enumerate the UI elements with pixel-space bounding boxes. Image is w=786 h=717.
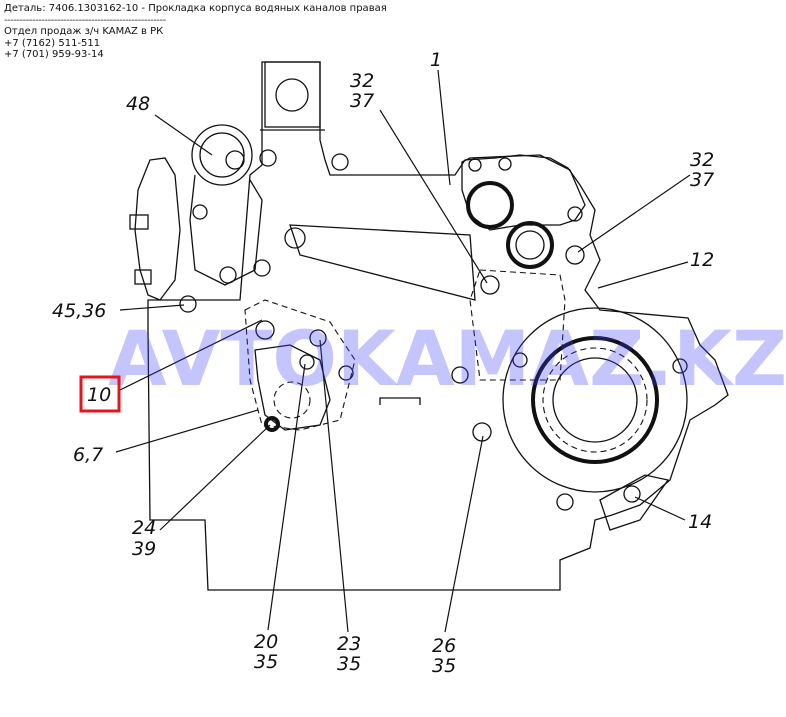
watermark: AVTOKAMAZ.KZ [108, 314, 786, 403]
leader-lines [115, 69, 691, 633]
filler-neck-outer [191, 124, 253, 186]
callout-35-c[interactable]: 35 [432, 655, 456, 677]
middle-seal-ring [506, 221, 554, 269]
top-bracket [264, 61, 321, 128]
bracket-hole [275, 78, 309, 112]
callout-12[interactable]: 12 [690, 249, 714, 271]
callout-24[interactable]: 24 [132, 517, 156, 539]
top-stud [331, 153, 349, 171]
leader-14 [634, 496, 686, 521]
callout-14[interactable]: 14 [688, 511, 712, 533]
pump-bolt-3 [253, 259, 271, 277]
bolt-45-36 [179, 295, 197, 313]
gasket-outline [244, 299, 356, 431]
left-pump-body [134, 157, 181, 301]
leader-26-35 [444, 435, 484, 633]
pump-bolt-4 [219, 266, 237, 284]
sales-department: Отдел продаж з/ч KAMAZ в РК [4, 26, 164, 37]
housing-outline [147, 61, 729, 591]
header-separator: ----------------------------------------… [4, 14, 166, 26]
leader-32-37-right [577, 174, 691, 253]
water-channel-housing [254, 344, 331, 431]
gasket-bolt-d [338, 365, 354, 381]
leader-24-39 [159, 424, 271, 531]
filler-neck-cap [225, 150, 245, 170]
callout-37-upper-left[interactable]: 37 [350, 90, 374, 112]
left-bolt-b [134, 269, 152, 285]
crank-seal [531, 336, 659, 464]
housing-bolt-c [567, 206, 583, 222]
callout-48[interactable]: 48 [126, 93, 150, 115]
callout-labels: 48 32 37 1 32 37 12 45,36 10 6,7 24 39 1… [52, 49, 714, 677]
bar-bolt [284, 227, 306, 249]
cover-bolt-e [672, 358, 688, 374]
water-channel-port [273, 381, 311, 419]
leader-48 [154, 114, 213, 156]
callout-32-upper-left[interactable]: 32 [350, 70, 374, 92]
leader-23-35 [319, 339, 349, 633]
middle-port [515, 230, 545, 260]
phone-2: +7 (701) 959-93-14 [4, 49, 104, 60]
crank-bore [552, 357, 638, 443]
cover-bolt-b [451, 366, 469, 384]
cover-bolt-d [623, 485, 641, 503]
part-title: Деталь: 7406.1303162-10 - Прокладка корп… [4, 3, 387, 14]
leader-12 [597, 261, 689, 289]
leader-45-36 [119, 304, 185, 311]
filler-neck-inner [199, 132, 245, 178]
callout-1[interactable]: 1 [430, 49, 442, 71]
leader-20-35 [267, 363, 306, 631]
housing-bolt-b [498, 157, 512, 171]
bolt-20-35 [299, 354, 315, 370]
callout-6-7[interactable]: 6,7 [73, 444, 103, 466]
phone-1: +7 (7162) 511-511 [4, 37, 101, 49]
leader-6-7 [115, 409, 259, 453]
callout-45-36[interactable]: 45,36 [52, 300, 106, 322]
crank-seal-inner [542, 347, 648, 453]
bolt-23-35 [309, 329, 327, 347]
callout-23[interactable]: 23 [337, 633, 361, 655]
callout-35-b[interactable]: 35 [337, 653, 361, 675]
gasket-bolt-a [255, 320, 275, 340]
callout-35-a[interactable]: 35 [254, 651, 278, 673]
cover-bolt-c [556, 493, 574, 511]
filler-body [189, 174, 263, 286]
engine-housing-drawing [129, 61, 729, 591]
callout-37-right[interactable]: 37 [690, 169, 714, 191]
timing-cover [502, 307, 688, 493]
bracket-14 [599, 474, 670, 531]
callout-10[interactable]: 10 [87, 384, 111, 406]
callout-26[interactable]: 26 [432, 635, 456, 657]
highlight-box-10 [79, 375, 121, 413]
page-header: Деталь: 7406.1303162-10 - Прокладка корп… [4, 3, 387, 61]
callout-39[interactable]: 39 [132, 538, 156, 560]
hidden-channel [469, 269, 566, 381]
bolt-32-37-left [480, 275, 500, 295]
leader-1 [437, 69, 451, 186]
leader-32-37-left [379, 109, 488, 284]
bolt-32-37-right [565, 245, 585, 265]
callout-32-right[interactable]: 32 [690, 149, 714, 171]
leader-10 [119, 319, 263, 391]
housing-bolt-a [468, 158, 482, 172]
cover-bolt-a [512, 352, 528, 368]
pump-bolt-1 [192, 204, 208, 220]
pump-bolt-2 [259, 149, 277, 167]
washer-24-39 [264, 416, 280, 432]
upper-seal-ring [466, 181, 514, 229]
left-bolt-a [129, 214, 149, 230]
boss [379, 397, 421, 405]
callout-20[interactable]: 20 [254, 631, 278, 653]
connecting-bar [289, 224, 476, 301]
